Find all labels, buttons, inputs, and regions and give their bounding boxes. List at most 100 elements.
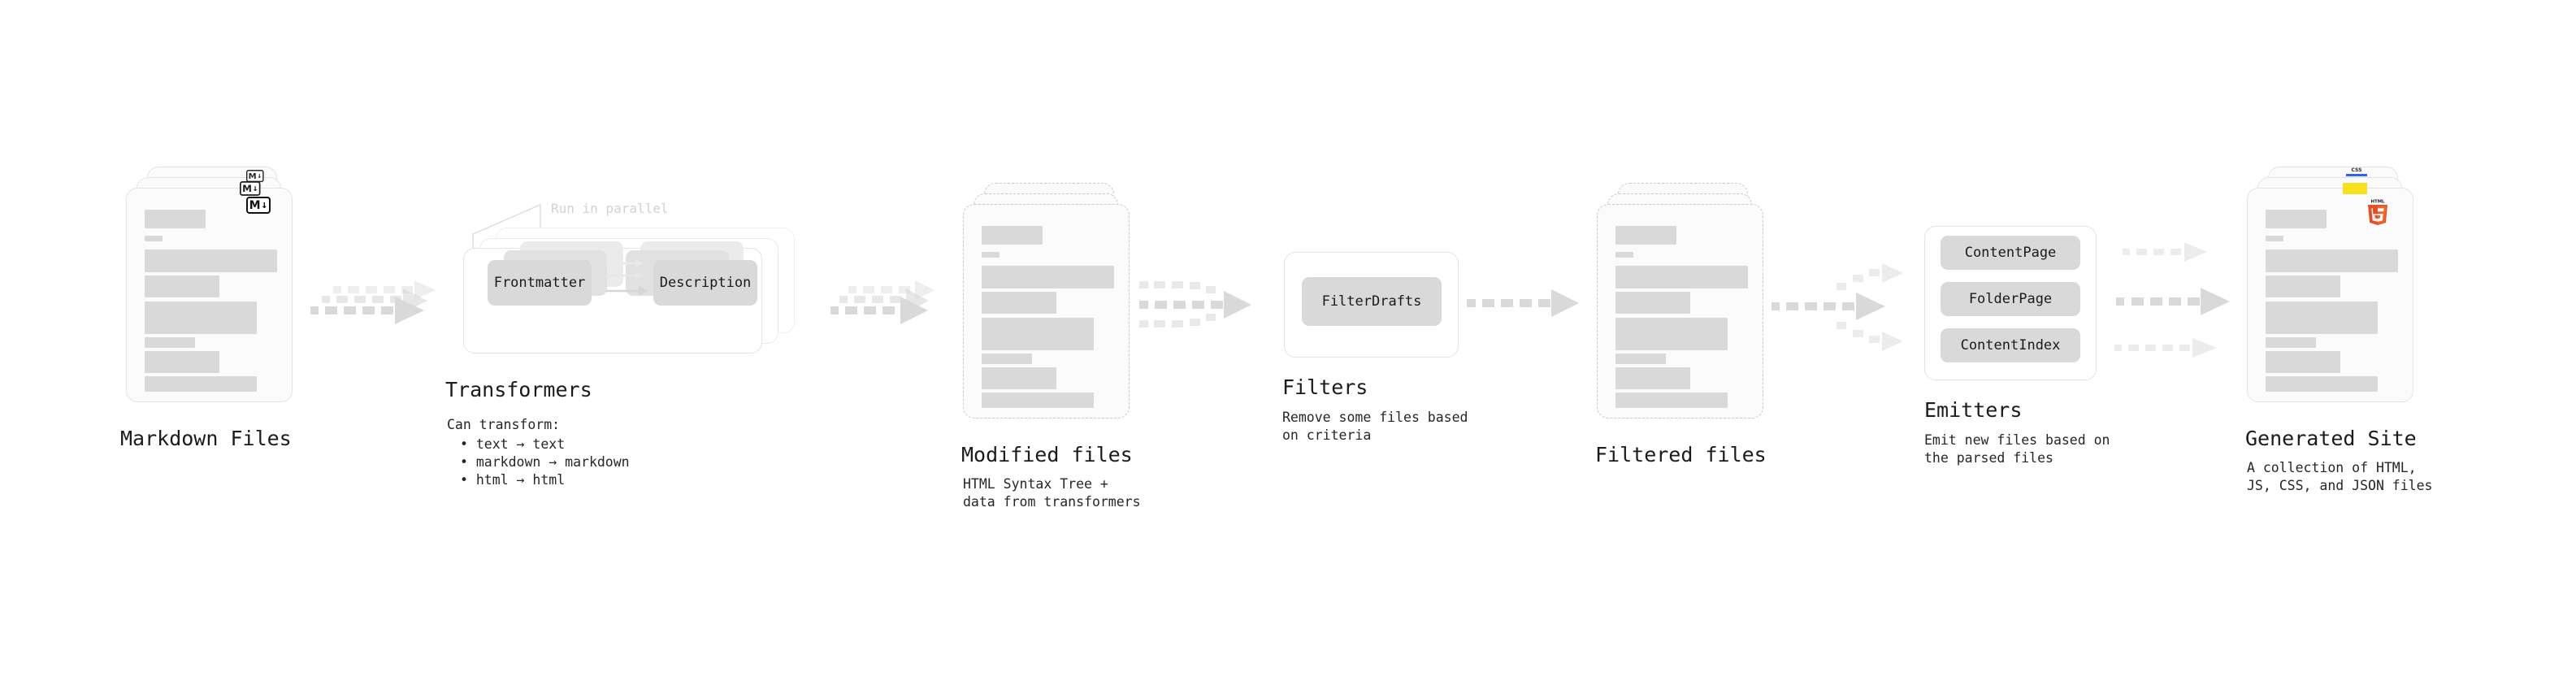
document-card-front — [963, 204, 1130, 419]
stage-heading: Modified files — [961, 443, 1133, 466]
document-card-front — [2247, 188, 2413, 402]
stage-heading: Transformers — [445, 378, 592, 401]
stage-heading: Filtered files — [1595, 443, 1767, 466]
stage-subtext: Can transform: — [447, 417, 561, 432]
css-icon-bar — [2346, 174, 2367, 176]
skeleton-bar — [145, 376, 257, 392]
css-icon-label: CSS — [2351, 167, 2362, 173]
skeleton-bar — [2266, 351, 2340, 373]
transformer-chip-description[interactable]: Description — [653, 260, 757, 306]
transformer-internal-arrows — [606, 259, 648, 296]
document-card-front — [126, 188, 293, 402]
skeleton-bar — [145, 236, 163, 241]
bullet-item: • markdown → markdown — [460, 453, 630, 470]
transformers-graphic: Run in parallel — [445, 195, 819, 358]
skeleton-bar — [145, 275, 219, 297]
skeleton-bar — [982, 367, 1056, 389]
stage-markdown-files: M ↓ M ↓ M ↓ Markdown Fil — [120, 167, 297, 450]
emitter-chip-label: ContentPage — [1964, 245, 2057, 261]
flow-arrow-3-merge — [1138, 270, 1268, 343]
skeleton-bar — [145, 337, 195, 348]
stage-modified-files: Modified files HTML Syntax Tree + data f… — [961, 183, 1141, 510]
skeleton-bar — [982, 318, 1094, 350]
stage-filters: FilterDrafts Filters Remove some files b… — [1276, 248, 1468, 443]
stage-filtered-files: Filtered files — [1595, 183, 1767, 466]
skeleton-bar — [1615, 266, 1748, 288]
skeleton-bar — [145, 210, 206, 228]
transform-bullets: • text → text • markdown → markdown • ht… — [460, 436, 630, 488]
skeleton-bar — [1615, 393, 1728, 408]
transformer-chip-label: Frontmatter — [493, 275, 586, 291]
filter-chip-label: FilterDrafts — [1321, 293, 1422, 310]
js-icon — [2343, 183, 2367, 194]
document-stack: M ↓ M ↓ M ↓ — [126, 167, 297, 402]
html5-icon: HTML — [2366, 197, 2390, 225]
stage-heading: Emitters — [1924, 398, 2023, 422]
stage-subtext: A collection of HTML, JS, CSS, and JSON … — [2247, 460, 2433, 493]
bullet-item: • html → html — [460, 471, 566, 488]
skeleton-bar — [2266, 249, 2398, 272]
filtered-files-graphic — [1597, 183, 1767, 419]
markdown-icon-arrow: ↓ — [257, 171, 262, 180]
transformer-chip-label: Description — [659, 275, 752, 291]
markdown-icon: M ↓ — [246, 197, 271, 214]
skeleton-bar — [982, 226, 1043, 245]
skeleton-bar — [982, 266, 1114, 288]
skeleton-bar — [2266, 376, 2378, 392]
css-icon: CSS — [2344, 168, 2369, 179]
flow-arrow-6 — [2113, 226, 2251, 376]
document-stack: CSS HTML — [2247, 167, 2418, 402]
skeleton-bar — [2266, 301, 2378, 334]
skeleton-bar — [1615, 354, 1666, 364]
skeleton-bar — [145, 301, 257, 334]
document-stack — [963, 183, 1134, 419]
filters-graphic: FilterDrafts — [1276, 248, 1459, 358]
markdown-icon: M ↓ — [246, 170, 264, 183]
emitter-chip-folderpage[interactable]: FolderPage — [1941, 282, 2080, 316]
skeleton-bar — [1615, 318, 1728, 350]
bullet-item: • text → text — [460, 436, 566, 452]
run-in-parallel-label: Run in parallel — [551, 201, 669, 216]
stage-subtext: Emit new files based on the parsed files — [1924, 432, 2110, 466]
flow-arrow-1 — [310, 272, 465, 333]
skeleton-bar — [2266, 236, 2283, 241]
emitter-chip-label: FolderPage — [1968, 291, 2053, 307]
skeleton-bar — [982, 252, 1000, 258]
skeleton-bar — [1615, 226, 1676, 245]
emitter-chip-label: ContentIndex — [1960, 337, 2061, 354]
markdown-icon-letter: M — [249, 198, 261, 212]
skeleton-bar — [2266, 210, 2327, 228]
stage-generated-site: CSS HTML Generated Site A c — [2245, 167, 2432, 493]
skeleton-bar — [982, 354, 1032, 364]
stage-emitters: ContentPage FolderPage ContentIndex Emit… — [1918, 226, 2110, 466]
markdown-icon-letter: M — [248, 171, 257, 181]
stage-heading: Generated Site — [2245, 427, 2417, 450]
document-card-front — [1597, 204, 1763, 419]
skeleton-bar — [1615, 292, 1690, 314]
emitter-chip-contentpage[interactable]: ContentPage — [1941, 236, 2080, 270]
stage-heading: Filters — [1282, 375, 1368, 399]
emitter-chip-contentindex[interactable]: ContentIndex — [1941, 328, 2080, 362]
skeleton-bar — [145, 351, 219, 373]
document-stack — [1597, 183, 1767, 419]
markdown-icon-arrow: ↓ — [261, 199, 268, 211]
stage-subtext: HTML Syntax Tree + data from transformer… — [963, 476, 1141, 510]
skeleton-bar — [1615, 252, 1633, 258]
markdown-files-graphic: M ↓ M ↓ M ↓ — [126, 167, 297, 402]
markdown-icon: M ↓ — [240, 181, 261, 196]
skeleton-bar — [982, 292, 1056, 314]
generated-site-graphic: CSS HTML — [2247, 167, 2418, 402]
flow-arrow-5-split — [1772, 258, 1906, 356]
flow-arrow-4 — [1467, 286, 1589, 327]
skeleton-bar — [982, 393, 1094, 408]
filter-chip-filterdrafts[interactable]: FilterDrafts — [1302, 277, 1442, 326]
transformer-chip-frontmatter[interactable]: Frontmatter — [488, 260, 592, 306]
markdown-icon-letter: M — [242, 183, 252, 194]
stage-heading: Markdown Files — [120, 427, 292, 450]
flow-arrow-2 — [830, 272, 977, 333]
stage-transformers: Run in parallel — [445, 195, 819, 488]
skeleton-bar — [2266, 337, 2316, 348]
markdown-icon-arrow: ↓ — [252, 183, 258, 194]
skeleton-bar — [1615, 367, 1690, 389]
